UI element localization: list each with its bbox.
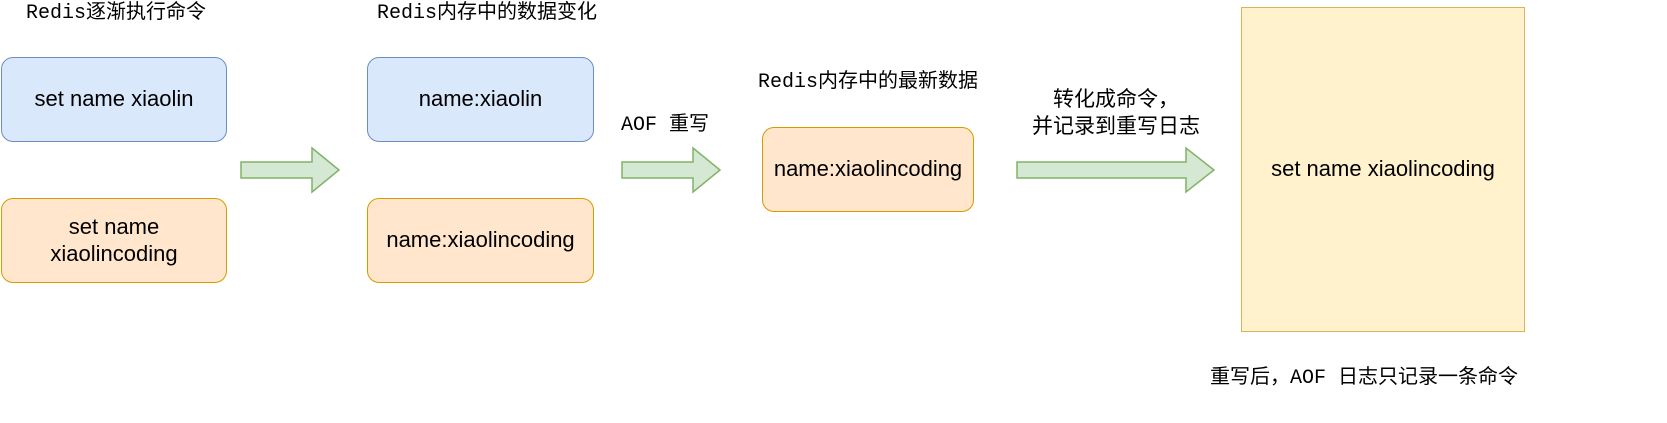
stage2-title: Redis内存中的数据变化 (377, 2, 598, 25)
arrow2-label: AOF 重写 (621, 114, 710, 137)
command-box-2: set name xiaolincoding (1, 198, 227, 283)
aof-log-box: set name xiaolincoding (1241, 7, 1525, 332)
aof-log-caption: 重写后，AOF 日志只记录一条命令 (1210, 367, 1519, 390)
arrow3-label: 转化成命令， 并记录到重写日志 (1016, 86, 1216, 141)
arrow3-label-line2: 并记录到重写日志 (1032, 114, 1200, 139)
memory-box-1: name:xiaolin (367, 57, 594, 142)
memory-box-2: name:xiaolincoding (367, 198, 594, 283)
arrow-right-icon-3 (1016, 146, 1216, 194)
stage3-title: Redis内存中的最新数据 (758, 71, 979, 94)
arrow-right-icon-1 (240, 146, 341, 194)
memory-text-1: name:xiaolin (418, 86, 543, 112)
command-box-1: set name xiaolin (1, 57, 227, 142)
arrow3-label-line1: 转化成命令， (1053, 87, 1179, 111)
latest-data-box: name:xiaolincoding (762, 127, 974, 212)
memory-text-2: name:xiaolincoding (386, 227, 575, 253)
latest-data-text: name:xiaolincoding (773, 156, 963, 182)
stage1-title: Redis逐渐执行命令 (26, 2, 207, 25)
command-text-1: set name xiaolin (34, 86, 194, 112)
aof-log-text: set name xiaolincoding (1271, 156, 1495, 182)
arrow-right-icon-2 (621, 146, 722, 194)
command-text-2: set name xiaolincoding (50, 214, 178, 266)
